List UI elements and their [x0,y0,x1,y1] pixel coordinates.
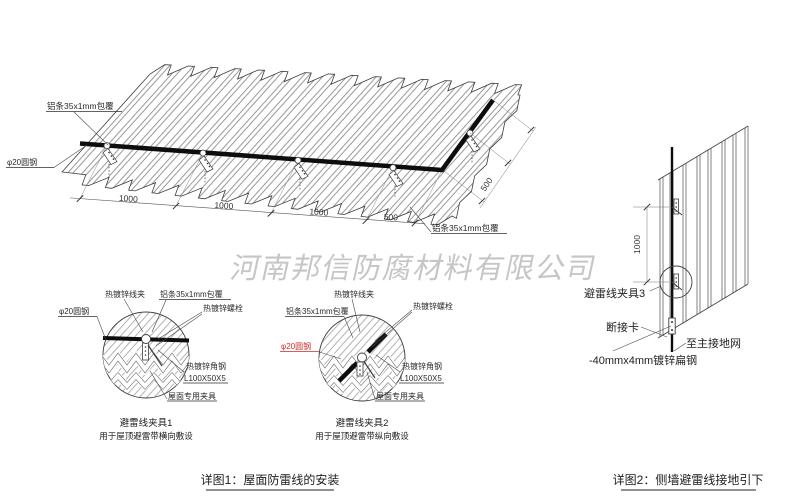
wall-dimension: 1000 [632,203,669,286]
dim-1000-a: 1000 [119,193,139,204]
d2-label-angle-size: L100X50X5 [400,374,442,383]
detail2-labels: 热镀锌线夹 铝条35x1mm包覆 热镀锌螺栓 φ20圆钢 热镀锌角钢 L100X… [280,289,453,402]
dim-500: 500 [383,212,398,223]
roof-wire-clamp [388,164,404,198]
disconnect-link [668,317,676,335]
detail1-profile [103,350,189,392]
label-rod: φ20圆钢 [7,157,37,167]
wall-dim-1000: 1000 [632,235,642,254]
detail1-labels: 热镀锌线夹 铝条35x1mm包覆 热镀锌螺栓 φ20圆钢 热镀锌角钢 L100X… [58,289,243,402]
label-to-ground: 至主接地网 [686,337,741,350]
d1-label-clip: 热镀锌线夹 [105,289,145,299]
detail1-title: 避雷线夹具1 [120,417,173,429]
d1-label-rod: φ20圆钢 [59,306,89,316]
label-strip-bottom: 铝条35x1mm包覆 [432,223,499,233]
d1-label-fixture: 屋面专用夹具 [168,391,216,401]
d1-label-strip: 铝条35x1mm包覆 [160,289,223,299]
roof-dimension-lines [70,145,443,227]
caption-detail2: 详图2：侧墙避雷线接地引下 [613,472,764,487]
dim-1000-b: 1000 [214,200,234,211]
roof-wire-clamp [198,149,214,183]
wall-clamp-lower [671,273,683,291]
d2-label-angle: 热镀锌角钢 [402,361,442,371]
label-clamp3: 避雷线夹具3 [584,286,645,300]
wall-clamp-upper [671,198,683,216]
d2-label-rod: φ20圆钢 [281,341,311,351]
roof-clamps [102,129,481,198]
detail1-subtitle: 用于屋顶避雷带横向敷设 [99,431,193,441]
d1-label-angle: 热镀锌角钢 [186,361,226,371]
d2-label-clip: 热镀锌线夹 [334,289,374,299]
wall-drawing: 1000 避雷线夹具3 断接卡 至主接地网 -40mmx4mm镀锌扁钢 [584,125,749,367]
roof-wire-clamp [102,142,118,176]
detail-circle-2: 热镀锌线夹 铝条35x1mm包覆 热镀锌螺栓 φ20圆钢 热镀锌角钢 L100X… [280,289,453,441]
caption-detail1: 详图1：屋面防雷线的安装 [201,472,340,487]
label-flat-steel: -40mmx4mm镀锌扁钢 [589,353,697,367]
detail2-wire-a [337,361,359,383]
corrugated-roof-sheet [61,64,523,226]
detail2-subtitle: 用于屋顶避雷带纵向敷设 [315,431,409,441]
roof-labels: 铝条35x1mm包覆 φ20圆钢 铝条35x1mm包覆 [6,101,507,234]
d1-label-bolt: 热镀锌螺栓 [203,303,243,313]
label-strip-top: 铝条35x1mm包覆 [47,101,114,111]
d1-label-angle-size: L100X50X5 [184,374,226,383]
wall-labels: 避雷线夹具3 断接卡 至主接地网 -40mmx4mm镀锌扁钢 [584,285,741,367]
slope-dimension [443,99,537,209]
d2-label-bolt: 热镀锌螺栓 [413,301,453,311]
roof-wire-clamp [465,129,481,163]
d2-label-strip: 铝条35x1mm包覆 [286,306,349,316]
watermark: 河南邦信防腐材料有限公司 [228,252,601,285]
detail-circle-1: 热镀锌线夹 铝条35x1mm包覆 热镀锌螺栓 φ20圆钢 热镀锌角钢 L100X… [58,289,243,441]
label-disconnect: 断接卡 [606,320,639,334]
roof-drawing: 1000 1000 1000 500 500 铝条35x1mm包覆 φ20圆钢 … [6,64,537,234]
detail2-title: 避雷线夹具2 [336,417,389,429]
roof-wire-clamp [293,156,309,191]
dim-1000-c: 1000 [309,206,329,217]
d2-label-fixture: 屋面专用夹具 [376,391,424,401]
